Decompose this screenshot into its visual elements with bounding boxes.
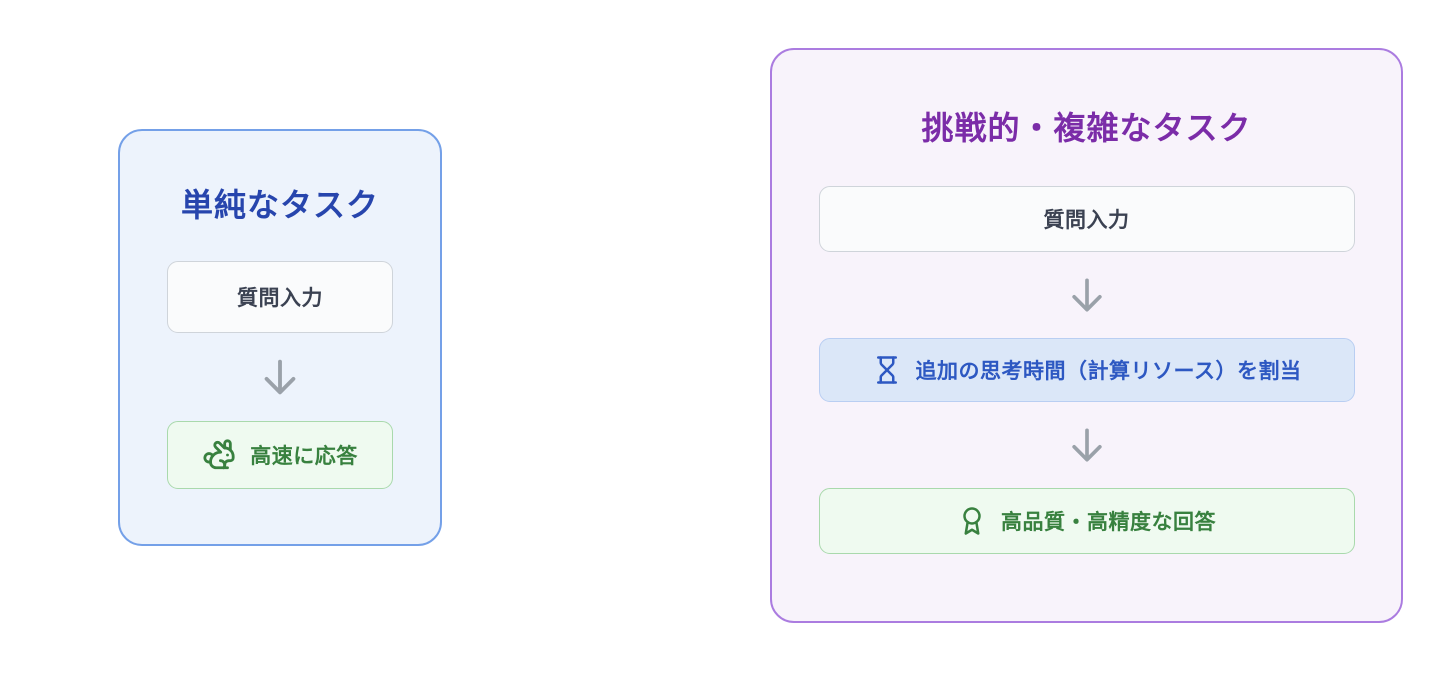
complex-input-box: 質問入力 <box>818 186 1355 252</box>
down-arrow-icon <box>1071 428 1102 462</box>
award-icon <box>963 507 981 535</box>
simple-panel-title: 単純なタスク <box>180 187 379 223</box>
complex-input-label: 質問入力 <box>1043 209 1130 232</box>
down-arrow-icon <box>1071 278 1102 312</box>
hourglass-icon <box>876 356 897 384</box>
simple-input-label: 質問入力 <box>237 287 323 310</box>
simple-input-box: 質問入力 <box>167 261 393 333</box>
complex-thinking-box: 追加の思考時間（計算リソース）を割当 <box>818 338 1355 402</box>
simple-result-label: 高速に応答 <box>250 445 358 468</box>
simple-result-box: 高速に応答 <box>167 421 393 489</box>
complex-result-box: 高品質・高精度な回答 <box>818 488 1355 554</box>
rabbit-icon <box>203 439 235 470</box>
down-arrow-icon <box>264 359 296 395</box>
complex-result-label: 高品質・高精度な回答 <box>1001 511 1216 534</box>
simple-task-panel: 単純なタスク 質問入力 高速に応答 <box>118 129 442 546</box>
complex-thinking-label: 追加の思考時間（計算リソース）を割当 <box>915 360 1302 383</box>
complex-panel-title: 挑戦的・複雑なタスク <box>921 110 1252 146</box>
complex-task-panel: 挑戦的・複雑なタスク 質問入力 追加の思考時間（計算リソース）を割当 高 <box>770 48 1403 623</box>
